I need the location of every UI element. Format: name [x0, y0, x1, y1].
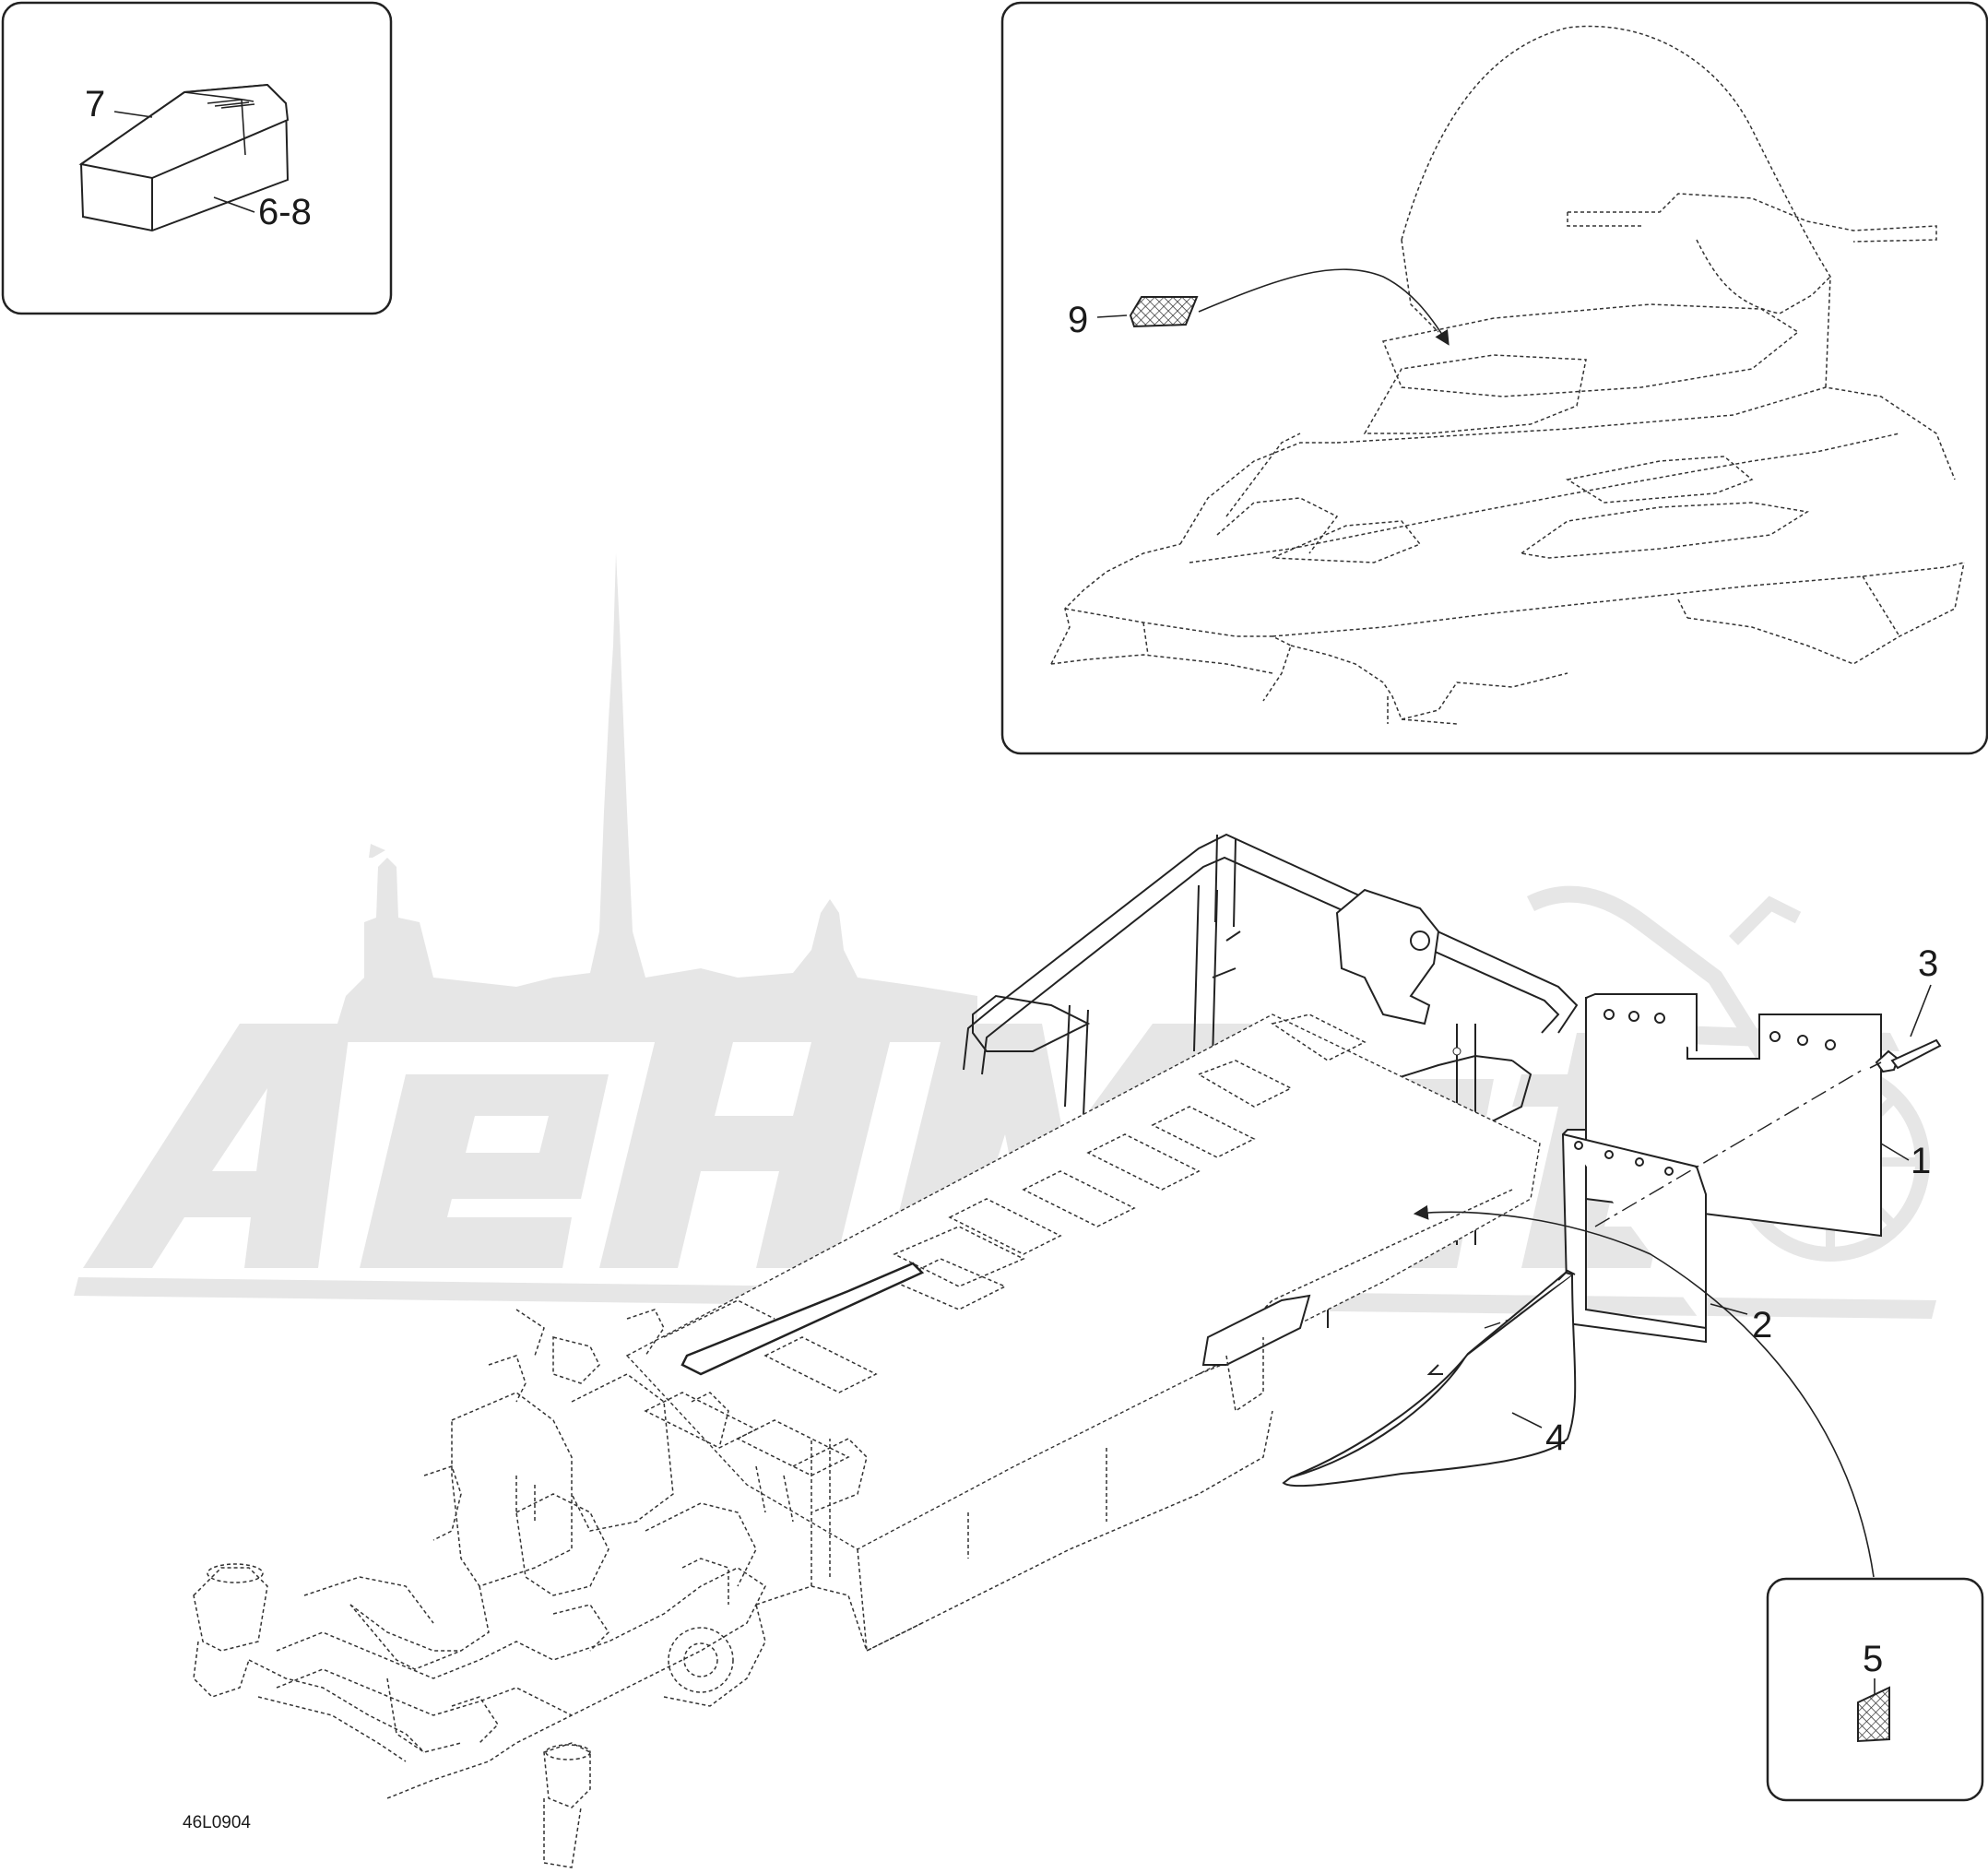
- seat-inset: 7 6-8: [1, 1, 393, 315]
- callout-3: 3: [1918, 943, 1938, 984]
- rack-bracket: [1335, 888, 1440, 1025]
- hood-inset: 9: [1000, 1, 1988, 755]
- tunnel-frame-assembly: [193, 833, 1579, 1868]
- callout-6-8: 6-8: [258, 192, 312, 232]
- part-4-rear-deflector: [1282, 1269, 1577, 1488]
- watermark-motorcycle-fork: [1526, 885, 1838, 1167]
- callout-4: 4: [1545, 1417, 1566, 1458]
- callout-5: 5: [1863, 1639, 1883, 1679]
- callout-2: 2: [1752, 1305, 1772, 1345]
- watermark-flag: [369, 844, 385, 858]
- seat-cushion: [78, 83, 290, 232]
- assembly-centerline: [1594, 1069, 1864, 1227]
- callout-7: 7: [85, 84, 105, 124]
- watermark-letter-h: [599, 1024, 894, 1268]
- hood-reflector-decal: [1129, 296, 1199, 328]
- watermark-skyline: [332, 553, 977, 1042]
- drawing-code: 46L0904: [183, 1813, 251, 1832]
- callout-9: 9: [1068, 300, 1088, 340]
- watermark-letter-a: [83, 1024, 350, 1268]
- reflector-leader: [1413, 1204, 1875, 1578]
- tunnel-side-rail: [1201, 1294, 1311, 1366]
- engine-cradle: [193, 1262, 925, 1868]
- part-5-reflector: [1857, 1686, 1890, 1743]
- tunnel-deck: [625, 1014, 1541, 1550]
- watermark-letter-e: [360, 1074, 609, 1268]
- snowmobile-body-outline: [1050, 25, 1965, 725]
- callout-1: 1: [1911, 1141, 1931, 1181]
- part-3-rivet: [1869, 1038, 1942, 1073]
